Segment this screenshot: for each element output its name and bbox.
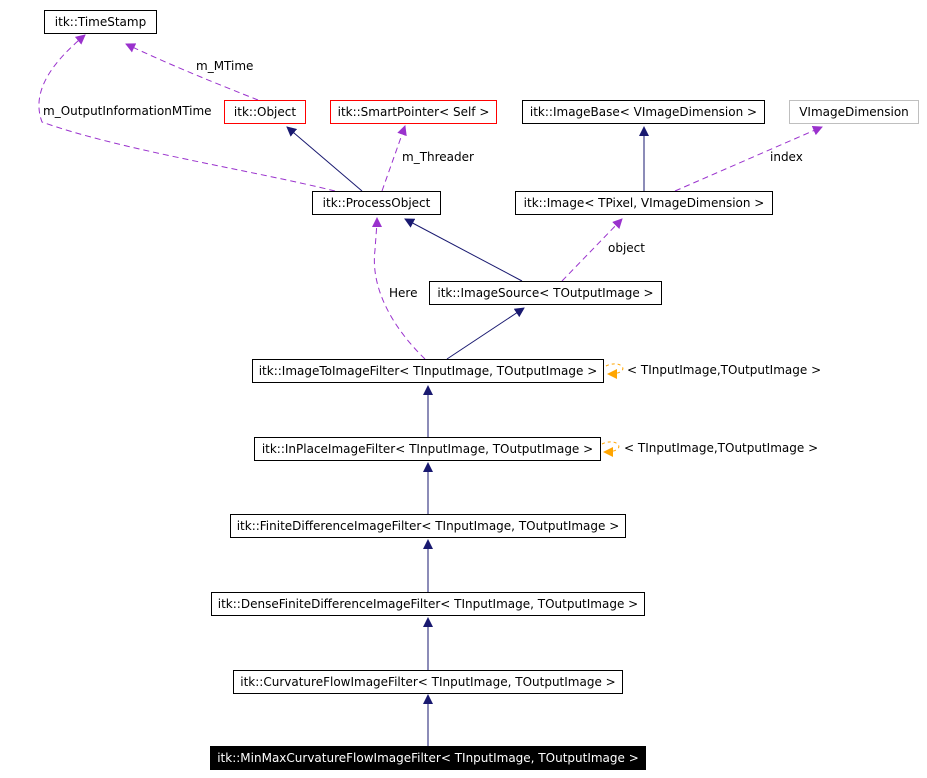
edge-label-m-mtime: m_MTime [196, 59, 254, 73]
class-node-finitediff[interactable]: itk::FiniteDifferenceImageFilter< TInput… [230, 514, 626, 538]
edge-label-template-imagetoimage: < TInputImage,TOutputImage > [627, 363, 822, 377]
class-node-imagetoimage[interactable]: itk::ImageToImageFilter< TInputImage, TO… [252, 359, 604, 383]
edge-label-object: object [608, 241, 645, 255]
edge-processobject-smartpointer [381, 125, 407, 192]
class-node-image[interactable]: itk::Image< TPixel, VImageDimension > [515, 191, 773, 215]
edge-image-vimagedimension [674, 126, 823, 192]
edge-imagesource-image [561, 218, 623, 282]
class-node-vimagedimension[interactable]: VImageDimension [789, 100, 919, 124]
class-node-inplace[interactable]: itk::InPlaceImageFilter< TInputImage, TO… [254, 437, 601, 461]
class-node-timestamp[interactable]: itk::TimeStamp [44, 10, 157, 34]
edge-imagesource-processobject [404, 218, 523, 282]
class-node-minmaxcurvatureflow: itk::MinMaxCurvatureFlowImageFilter< TIn… [210, 746, 646, 770]
class-node-object[interactable]: itk::Object [224, 100, 306, 124]
edge-label-m-threader: m_Threader [402, 150, 474, 164]
edge-label-template-inplace: < TInputImage,TOutputImage > [624, 441, 819, 455]
edge-imagetoimage-imagesource [446, 307, 525, 360]
class-node-imagesource[interactable]: itk::ImageSource< TOutputImage > [429, 281, 662, 305]
class-node-imagebase[interactable]: itk::ImageBase< VImageDimension > [522, 100, 765, 124]
class-node-curvatureflow[interactable]: itk::CurvatureFlowImageFilter< TInputIma… [233, 670, 623, 694]
edge-processobject-timestamp [38, 34, 336, 192]
edge-label-index: index [770, 150, 803, 164]
edge-imagetoimage-template [605, 363, 624, 379]
class-node-smartpointer[interactable]: itk::SmartPointer< Self > [330, 100, 497, 124]
edge-processobject-object [286, 126, 363, 192]
edge-inplace-template [601, 441, 620, 457]
class-node-processobject[interactable]: itk::ProcessObject [312, 191, 441, 215]
edge-label-here: Here [389, 286, 418, 300]
edge-imagetoimage-processobject [371, 217, 426, 360]
edge-object-timestamp [125, 43, 259, 101]
edge-label-m-outputinformationmtime: m_OutputInformationMTime [43, 104, 212, 118]
class-node-densefinitediff[interactable]: itk::DenseFiniteDifferenceImageFilter< T… [211, 592, 645, 616]
